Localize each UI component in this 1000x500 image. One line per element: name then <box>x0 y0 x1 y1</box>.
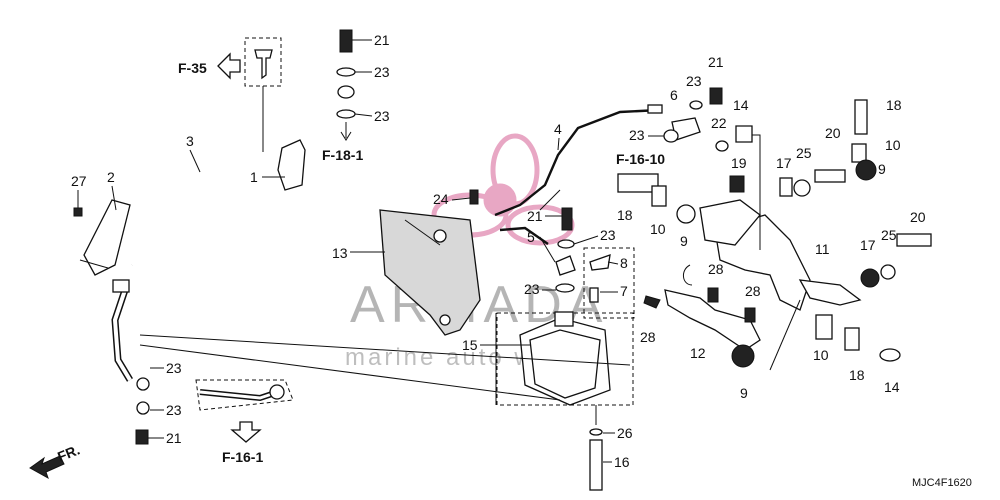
callout-13: 13 <box>332 245 348 261</box>
callout-23b: 23 <box>374 108 390 124</box>
callout-28a: 28 <box>708 261 724 277</box>
callout-18b: 18 <box>617 207 633 223</box>
callout-23e: 23 <box>600 227 616 243</box>
callout-19: 19 <box>731 155 747 171</box>
drain-pipe <box>589 405 603 491</box>
callout-4: 4 <box>554 121 562 137</box>
reference-arrows: F-35 F-18-1 F-16-10 F-16-1 FR. <box>29 52 665 480</box>
callout-10a: 10 <box>650 221 666 237</box>
callout-28b: 28 <box>745 283 761 299</box>
drawing-code: MJC4F1620 <box>912 477 972 489</box>
callout-9a: 9 <box>680 233 688 249</box>
callout-21a: 21 <box>374 32 390 48</box>
callout-20a: 20 <box>825 125 841 141</box>
callout-12: 12 <box>690 345 706 361</box>
callout-27: 27 <box>71 173 87 189</box>
arrow-left-icon <box>217 52 241 80</box>
ref-front: FR. <box>55 441 82 464</box>
front-arrow-icon <box>29 455 65 480</box>
callout-14b: 14 <box>884 379 900 395</box>
callout-18c: 18 <box>849 367 865 383</box>
callout-25b: 25 <box>881 227 897 243</box>
arrow-down-icon <box>230 421 262 443</box>
callout-23d: 23 <box>629 127 645 143</box>
center-fasteners <box>555 207 635 319</box>
right-fasteners <box>617 87 932 368</box>
ref-f1610: F-16-10 <box>616 151 665 167</box>
callout-10c: 10 <box>813 347 829 363</box>
callout-9b: 9 <box>878 161 886 177</box>
banjo-bolt-upper <box>336 29 356 119</box>
ref-f161: F-16-1 <box>222 449 263 465</box>
callout-1: 1 <box>250 169 258 185</box>
callout-15: 15 <box>462 337 478 353</box>
callout-17b: 17 <box>860 237 876 253</box>
callout-14a: 14 <box>733 97 749 113</box>
callout-8: 8 <box>620 255 628 271</box>
callout-23h: 23 <box>166 402 182 418</box>
callout-17a: 17 <box>776 155 792 171</box>
callout-24: 24 <box>433 191 449 207</box>
callout-21b: 21 <box>708 54 724 70</box>
callout-23a: 23 <box>374 64 390 80</box>
callout-11: 11 <box>815 241 830 257</box>
bolt-box-f35 <box>244 37 282 152</box>
callout-6: 6 <box>670 87 678 103</box>
callout-22: 22 <box>711 115 727 131</box>
callout-5: 5 <box>527 229 535 245</box>
ref-f181: F-18-1 <box>322 147 363 163</box>
callout-2: 2 <box>107 169 115 185</box>
abs-bracket <box>379 209 481 336</box>
callout-21d: 21 <box>166 430 182 446</box>
callout-20b: 20 <box>910 209 926 225</box>
callout-28c: 28 <box>640 329 656 345</box>
right-bracket <box>664 134 862 351</box>
callout-23f: 23 <box>524 281 540 297</box>
callout-9c: 9 <box>740 385 748 401</box>
callout-26: 26 <box>617 425 633 441</box>
ref-f35: F-35 <box>178 60 207 76</box>
brake-pipe <box>469 104 663 245</box>
callout-3: 3 <box>186 133 194 149</box>
leader-lines <box>139 189 801 405</box>
callout-23c: 23 <box>686 73 702 89</box>
callout-25a: 25 <box>796 145 812 161</box>
callout-16: 16 <box>614 454 630 470</box>
callout-labels: 1 2 3 4 5 6 7 8 9 9 9 10 10 10 11 12 13 … <box>71 32 926 470</box>
hose-f161 <box>195 379 294 411</box>
brake-hose-left <box>73 90 341 445</box>
callout-23g: 23 <box>166 360 182 376</box>
callout-10b: 10 <box>885 137 901 153</box>
callout-21c: 21 <box>527 208 543 224</box>
arrow-down-icon <box>340 122 352 141</box>
callout-7: 7 <box>620 283 628 299</box>
callout-18a: 18 <box>886 97 902 113</box>
